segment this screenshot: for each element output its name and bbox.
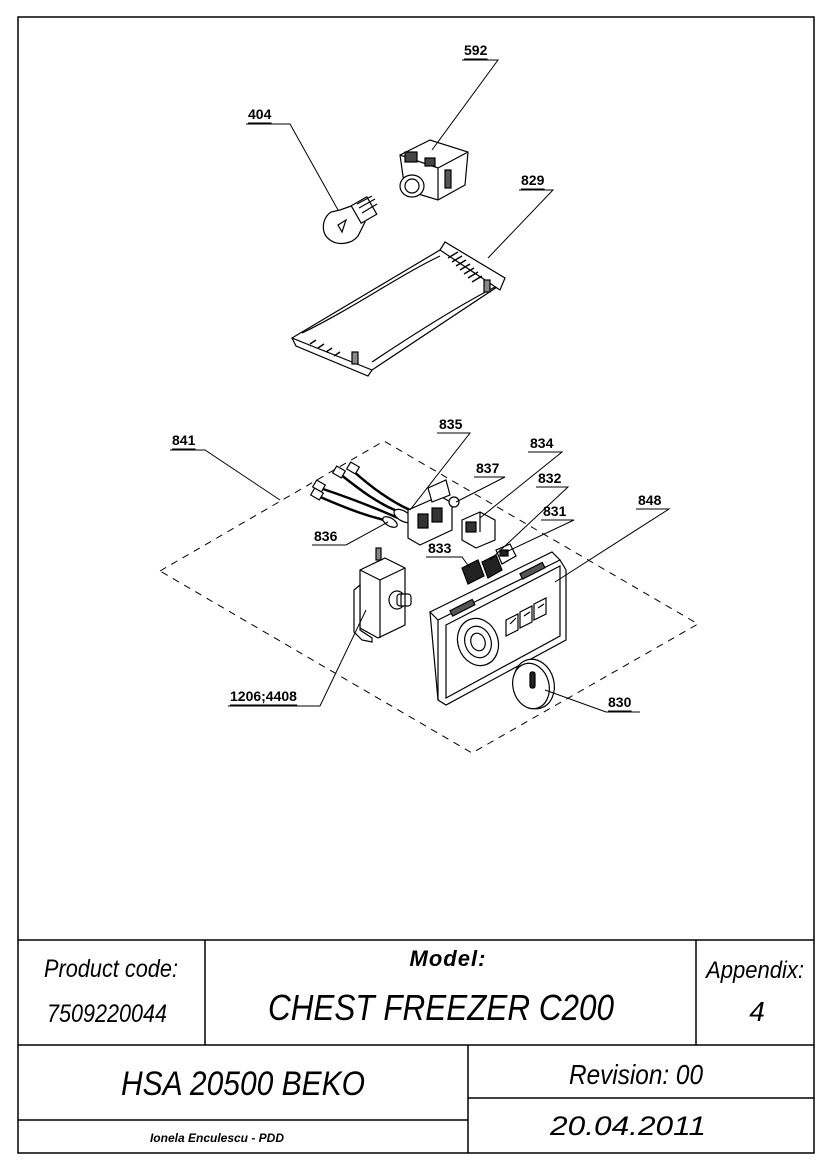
part-label-848: 848 (638, 492, 662, 508)
part-label-837: 837 (476, 460, 500, 476)
lamp-bulb-icon (322, 195, 378, 245)
leader-1206 (228, 609, 367, 707)
part-label-404: 404 (248, 106, 272, 122)
part-label-841: 841 (172, 432, 196, 448)
rocker-switch-icon (461, 511, 496, 549)
indicator-buttons-icon (461, 543, 517, 585)
leader-833 (426, 556, 471, 569)
part-label-833: 833 (428, 540, 452, 556)
model-value: CHEST FREEZER C200 (268, 987, 614, 1028)
control-panel-icon (428, 551, 567, 706)
title-block (18, 939, 814, 1153)
leader-830 (544, 689, 640, 713)
part-label-592: 592 (464, 42, 488, 58)
leader-404 (246, 123, 339, 211)
part-label-830: 830 (608, 694, 632, 710)
leader-832 (489, 486, 570, 561)
assembly-outline (159, 440, 700, 754)
leader-837 (455, 476, 506, 503)
product-code-label: Product code: (44, 955, 178, 983)
part-label-1206-4408: 1206;4408 (230, 688, 297, 704)
switch-bracket-icon (407, 479, 460, 546)
part-label-831: 831 (543, 503, 567, 519)
lamp-cover-icon (290, 241, 506, 377)
product-name: HSA 20500 BEKO (121, 1065, 365, 1103)
date: 20.04.2011 (549, 1111, 706, 1141)
product-code-value: 7509220044 (47, 1000, 167, 1028)
leader-829 (487, 189, 555, 259)
leader-592 (431, 59, 499, 151)
leader-841 (170, 449, 281, 501)
appendix-label: Appendix: (704, 957, 804, 984)
part-label-829: 829 (521, 172, 545, 188)
author: Ionela Enculescu - PDD (150, 1131, 284, 1145)
knob-icon (512, 658, 555, 710)
wire-harness-icon (309, 461, 413, 528)
part-label-834: 834 (530, 435, 554, 451)
appendix-value: 4 (749, 996, 765, 1027)
part-label-836: 836 (314, 528, 338, 544)
drawing-frame (17, 16, 815, 1154)
model-label: Model: (410, 946, 487, 971)
thermostat-icon (353, 547, 412, 643)
lamp-socket-icon (399, 139, 469, 201)
part-label-832: 832 (538, 470, 562, 486)
revision: Revision: 00 (569, 1059, 703, 1090)
part-label-835: 835 (439, 416, 463, 432)
